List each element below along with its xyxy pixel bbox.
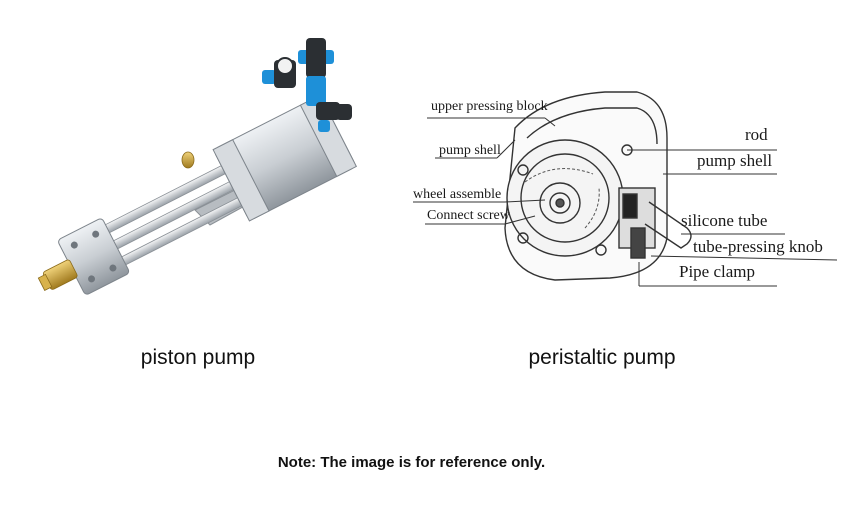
label-silicone-tube: silicone tube — [681, 211, 767, 230]
label-pump-shell-right: pump shell — [697, 151, 772, 170]
piston-pump-image — [30, 20, 370, 310]
peristaltic-pump-illustration: upper pressing block pump shell wheel as… — [413, 91, 838, 287]
peristaltic-pump-caption: peristaltic pump — [528, 346, 676, 369]
label-tube-pressing-knob: tube-pressing knob — [693, 237, 823, 256]
label-wheel-assemble: wheel assemble — [413, 187, 501, 202]
piston-pump-caption: piston pump — [140, 346, 256, 369]
label-pump-shell-left: pump shell — [439, 143, 501, 158]
peristaltic-pump-diagram: upper pressing block pump shell wheel as… — [405, 78, 845, 308]
label-rod: rod — [745, 125, 768, 144]
label-connect-screw: Connect screw — [427, 208, 511, 223]
label-upper-pressing-block: upper pressing block — [431, 99, 548, 114]
label-pipe-clamp: Pipe clamp — [679, 262, 755, 281]
piston-pump-illustration — [37, 38, 358, 295]
reference-note: Note: The image is for reference only. — [277, 454, 546, 471]
